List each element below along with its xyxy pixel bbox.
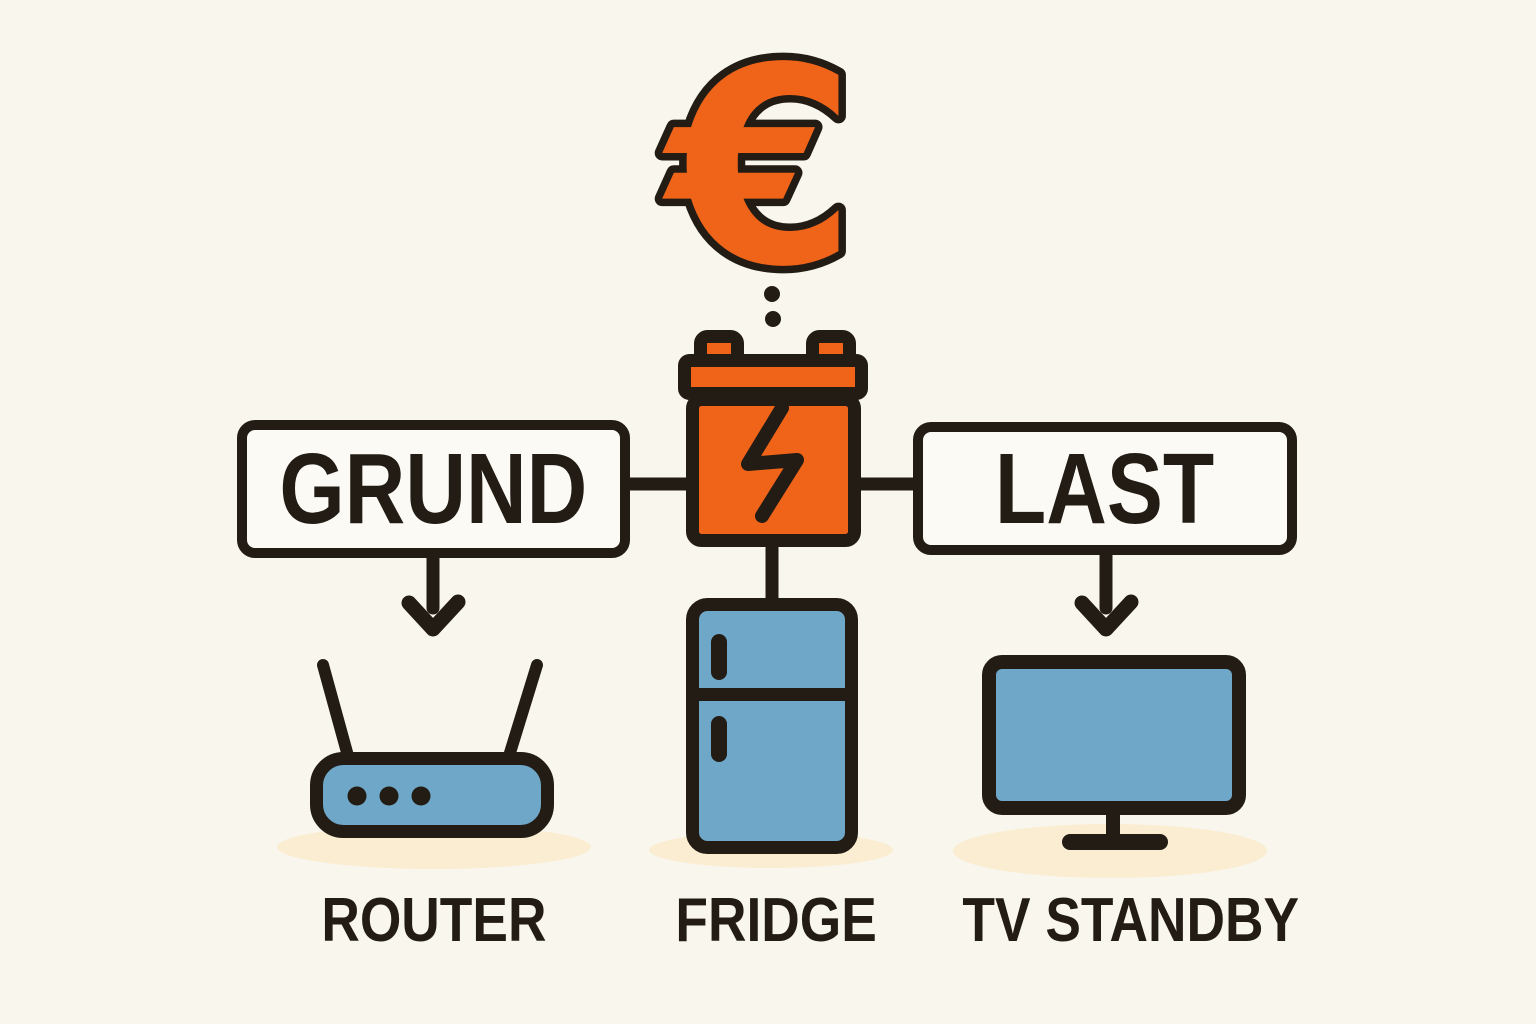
tv-shadow (953, 824, 1267, 878)
down-arrow-icon (1074, 546, 1139, 637)
tv-standby-label: TV STANDBY (962, 886, 1300, 955)
tv-icon (982, 655, 1246, 850)
down-arrows (401, 546, 1139, 637)
router-led (379, 786, 399, 806)
router-icon (310, 659, 554, 838)
router-body (310, 752, 554, 838)
dot (765, 311, 781, 327)
grund-label: GRUND (279, 433, 588, 545)
battery-cap (678, 354, 868, 400)
euro-icon: € (659, 11, 857, 327)
fridge-label: FRIDGE (675, 886, 877, 955)
router-led (411, 786, 431, 806)
fridge-handle-bottom (711, 716, 727, 762)
router-antenna-right (503, 659, 543, 762)
router-antenna-left (317, 659, 354, 762)
last-label: LAST (995, 432, 1215, 545)
fridge-body (686, 598, 858, 854)
battery-body (686, 393, 861, 547)
router-label: ROUTER (321, 886, 547, 955)
last-box: LAST (913, 422, 1297, 555)
tv-screen (982, 655, 1246, 815)
fridge-handle-top (711, 634, 727, 680)
dot (764, 286, 780, 302)
grund-box: GRUND (237, 420, 630, 558)
dotted-connector (764, 286, 781, 327)
fridge-divider (687, 688, 857, 701)
battery-icon (678, 330, 868, 547)
lightning-bolt-icon (741, 401, 804, 523)
tv-stand-base (1062, 834, 1168, 850)
fridge-icon (686, 598, 858, 854)
down-arrow-icon (401, 549, 466, 637)
router-led (347, 786, 367, 806)
